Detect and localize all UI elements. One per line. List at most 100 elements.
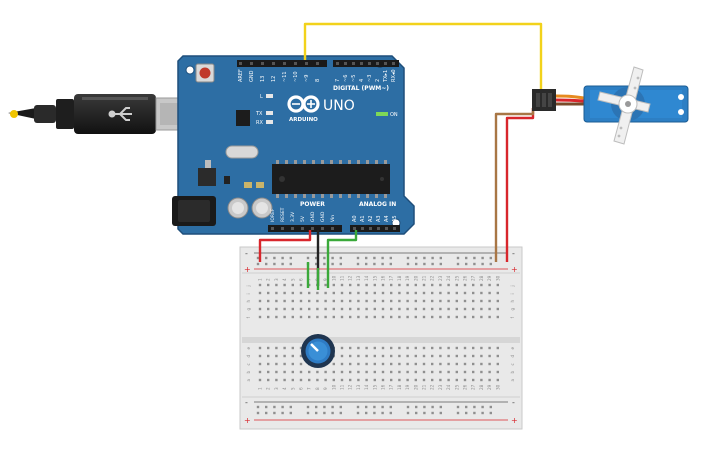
breadboard-hole[interactable]	[323, 262, 326, 266]
breadboard-hole[interactable]	[258, 378, 262, 382]
breadboard-hole[interactable]	[480, 283, 483, 287]
breadboard-hole[interactable]	[481, 411, 484, 415]
breadboard-hole[interactable]	[273, 405, 276, 409]
breadboard-hole[interactable]	[381, 378, 385, 382]
breadboard-hole[interactable]	[439, 256, 442, 260]
breadboard-hole[interactable]	[439, 262, 442, 266]
breadboard-hole[interactable]	[275, 315, 278, 319]
breadboard-hole[interactable]	[267, 378, 270, 382]
breadboard-hole[interactable]	[480, 307, 483, 311]
breadboard-hole[interactable]	[439, 411, 442, 415]
breadboard-hole[interactable]	[488, 291, 491, 295]
breadboard-hole[interactable]	[365, 299, 368, 303]
breadboard-hole[interactable]	[316, 378, 319, 382]
breadboard-hole[interactable]	[306, 405, 310, 409]
breadboard-hole[interactable]	[423, 411, 426, 415]
breadboard-hole[interactable]	[422, 370, 426, 374]
breadboard-hole[interactable]	[283, 299, 286, 303]
breadboard-hole[interactable]	[496, 362, 499, 366]
breadboard-hole[interactable]	[422, 354, 426, 358]
breadboard-hole[interactable]	[496, 307, 499, 311]
breadboard-hole[interactable]	[289, 405, 292, 409]
breadboard-hole[interactable]	[265, 262, 268, 266]
breadboard-hole[interactable]	[489, 256, 492, 260]
breadboard-hole[interactable]	[456, 405, 460, 409]
breadboard-hole[interactable]	[456, 262, 460, 266]
reset-button[interactable]	[195, 63, 215, 83]
breadboard-hole[interactable]	[390, 299, 393, 303]
breadboard-hole[interactable]	[340, 283, 344, 287]
usb-cable[interactable]	[8, 94, 187, 134]
power-header[interactable]	[268, 225, 342, 232]
breadboard-hole[interactable]	[406, 262, 410, 266]
breadboard-hole[interactable]	[381, 370, 385, 374]
breadboard-hole[interactable]	[258, 346, 262, 350]
breadboard-hole[interactable]	[299, 291, 303, 295]
breadboard-hole[interactable]	[258, 354, 262, 358]
breadboard-hole[interactable]	[283, 370, 286, 374]
breadboard-hole[interactable]	[256, 256, 260, 260]
breadboard-hole[interactable]	[357, 307, 360, 311]
breadboard-hole[interactable]	[357, 315, 360, 319]
breadboard-hole[interactable]	[496, 378, 499, 382]
breadboard-hole[interactable]	[373, 299, 376, 303]
breadboard-hole[interactable]	[480, 354, 483, 358]
breadboard-hole[interactable]	[390, 370, 393, 374]
breadboard-hole[interactable]	[422, 307, 426, 311]
breadboard-hole[interactable]	[488, 370, 491, 374]
breadboard-hole[interactable]	[439, 370, 442, 374]
breadboard-hole[interactable]	[406, 378, 409, 382]
breadboard-hole[interactable]	[323, 405, 326, 409]
breadboard-hole[interactable]	[431, 411, 434, 415]
breadboard-hole[interactable]	[463, 346, 467, 350]
breadboard-hole[interactable]	[316, 291, 319, 295]
breadboard-hole[interactable]	[373, 262, 376, 266]
breadboard-hole[interactable]	[480, 378, 483, 382]
breadboard-hole[interactable]	[480, 370, 483, 374]
breadboard-hole[interactable]	[339, 405, 342, 409]
breadboard-hole[interactable]	[455, 354, 458, 358]
breadboard-hole[interactable]	[439, 291, 442, 295]
breadboard-hole[interactable]	[365, 291, 368, 295]
breadboard-hole[interactable]	[275, 354, 278, 358]
breadboard-hole[interactable]	[340, 362, 344, 366]
breadboard-hole[interactable]	[267, 370, 270, 374]
breadboard-hole[interactable]	[415, 256, 418, 260]
breadboard-hole[interactable]	[398, 283, 401, 287]
breadboard-hole[interactable]	[463, 362, 467, 366]
breadboard-hole[interactable]	[340, 299, 344, 303]
breadboard-hole[interactable]	[447, 307, 450, 311]
breadboard-hole[interactable]	[455, 299, 458, 303]
breadboard-hole[interactable]	[472, 378, 475, 382]
breadboard-hole[interactable]	[306, 411, 310, 415]
breadboard-hole[interactable]	[267, 307, 270, 311]
breadboard-hole[interactable]	[480, 299, 483, 303]
breadboard-hole[interactable]	[398, 354, 401, 358]
breadboard-hole[interactable]	[455, 378, 458, 382]
breadboard-hole[interactable]	[439, 283, 442, 287]
breadboard-hole[interactable]	[398, 378, 401, 382]
breadboard-hole[interactable]	[291, 362, 294, 366]
breadboard-hole[interactable]	[473, 256, 476, 260]
breadboard-hole[interactable]	[381, 346, 385, 350]
digital-header-right[interactable]	[333, 60, 399, 67]
breadboard-hole[interactable]	[456, 256, 460, 260]
breadboard-hole[interactable]	[332, 283, 335, 287]
breadboard-hole[interactable]	[283, 362, 286, 366]
breadboard-hole[interactable]	[289, 262, 292, 266]
breadboard-hole[interactable]	[331, 262, 334, 266]
breadboard-hole[interactable]	[291, 307, 294, 311]
breadboard-hole[interactable]	[349, 362, 352, 366]
breadboard-hole[interactable]	[390, 315, 393, 319]
breadboard-hole[interactable]	[275, 291, 278, 295]
breadboard-hole[interactable]	[373, 362, 376, 366]
dc-barrel-jack[interactable]	[172, 196, 216, 226]
breadboard-hole[interactable]	[365, 346, 368, 350]
breadboard-hole[interactable]	[472, 283, 475, 287]
breadboard-hole[interactable]	[431, 362, 434, 366]
breadboard-hole[interactable]	[308, 299, 311, 303]
breadboard-hole[interactable]	[431, 405, 434, 409]
breadboard-hole[interactable]	[258, 307, 262, 311]
breadboard-hole[interactable]	[265, 405, 268, 409]
breadboard-hole[interactable]	[455, 346, 458, 350]
